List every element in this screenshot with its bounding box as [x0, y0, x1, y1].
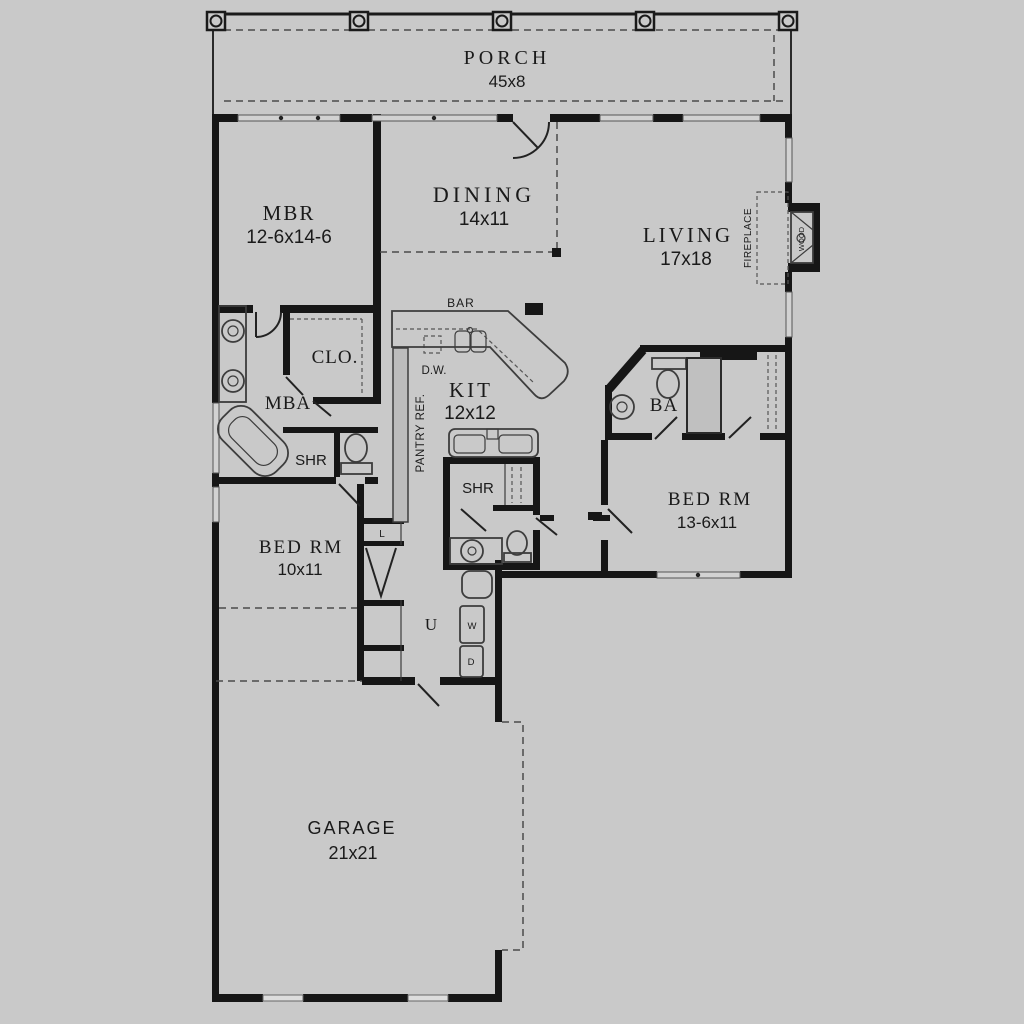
range-burners: [453, 434, 486, 454]
ba-door-leaf: [654, 416, 678, 440]
faucet: [466, 326, 474, 334]
mbr-door-swing: [255, 311, 282, 338]
interior-walls: [212, 114, 820, 685]
entry-door-leaf: [512, 121, 539, 149]
bar-counter: [391, 310, 569, 400]
dryer-label: D: [468, 657, 475, 668]
garage-side-outline: [502, 721, 524, 951]
column-post: [552, 248, 561, 257]
fixtures: [217, 211, 814, 1002]
mbr-label: MBR: [263, 201, 316, 225]
porch-label: PORCH: [464, 47, 551, 69]
laundry-tub: [461, 570, 493, 599]
kit-dims: 12x12: [444, 403, 496, 424]
fireplace-label: FIREPLACE: [743, 208, 754, 268]
linen-label: L: [379, 529, 385, 540]
mba-toilet-tank: [340, 462, 373, 475]
kit-label: KIT: [449, 378, 493, 402]
mbr-dims: 12-6x14-6: [246, 227, 332, 248]
hallbath-vanity: [449, 537, 503, 565]
mba-vanity: [218, 305, 247, 403]
porch-columns: [205, 10, 799, 32]
firebox: [790, 211, 814, 264]
mba-sink: [221, 319, 245, 343]
range-burners: [498, 434, 533, 454]
porch-column: [491, 10, 513, 32]
porch-dims: 45x8: [489, 72, 526, 91]
bedroom3-door-leaf: [338, 483, 361, 507]
ba-closet-door-leaf: [728, 416, 752, 439]
ba-toilet-tank: [651, 357, 687, 370]
labels: PORCH 45x8 MBR 12-6x14-6 DINING 14x11 LI…: [246, 47, 806, 863]
hallbath-door-leaf: [460, 508, 487, 532]
fireplace-gas-ring: [796, 233, 806, 243]
ba-shower: [686, 357, 722, 434]
ba-label: BA: [650, 395, 678, 416]
dining-dims: 14x11: [459, 209, 509, 230]
closet-shelf-line: [290, 318, 363, 396]
shr-master-label: SHR: [295, 452, 327, 469]
ba-sink: [609, 394, 635, 420]
garage-dims: 21x21: [328, 843, 377, 863]
exterior-walls: [212, 114, 792, 1002]
garage-door-leaf: [417, 683, 440, 707]
shr-hall-label: SHR: [462, 480, 494, 497]
living-label: LIVING: [643, 223, 733, 247]
entry-door-swing: [512, 121, 550, 159]
porch-column: [348, 10, 370, 32]
garage-vent: [407, 994, 449, 1002]
mba-label: MBA: [265, 393, 311, 414]
garage-vent: [262, 994, 304, 1002]
porch-column: [777, 10, 799, 32]
bar-counter-midline: [396, 328, 534, 383]
bar-sink: [454, 330, 471, 353]
washer: [459, 605, 485, 644]
porch-column: [205, 10, 227, 32]
bar-label: BAR: [447, 296, 475, 310]
dining-label: DINING: [433, 182, 535, 207]
pantry-label: PANTRY REF.: [415, 394, 427, 473]
mba-sink: [221, 369, 245, 393]
hearth-outline: [756, 191, 789, 285]
utility-label: U: [425, 615, 437, 634]
hall-door-leaf: [535, 517, 558, 536]
bedroom2-door-leaf: [607, 508, 633, 534]
mba-toilet: [344, 433, 368, 463]
mba-door-leaf: [312, 400, 332, 417]
bar-sink: [470, 330, 487, 353]
windows: [212, 114, 793, 579]
dishwasher-outline: [423, 335, 442, 354]
ba-closet-rods: [767, 355, 777, 430]
linen-shelves: [511, 467, 522, 503]
hallbath-toilet: [506, 530, 528, 556]
bedroom3-label: BED RM: [259, 537, 343, 558]
porch-column: [634, 10, 656, 32]
wood-label: WOOD: [797, 226, 806, 251]
bedroom3-dims: 10x11: [277, 560, 322, 579]
doors: [255, 121, 752, 707]
living-dims: 17x18: [660, 249, 712, 270]
bedroom2-label: BED RM: [668, 489, 752, 510]
clo-label: CLO.: [312, 347, 359, 368]
garage-label: GARAGE: [307, 818, 396, 838]
dw-label: D.W.: [422, 365, 447, 377]
garden-tub: [217, 405, 289, 477]
hallbath-sink: [460, 539, 484, 563]
dashed-lines: [216, 122, 789, 951]
hallbath-toilet-tank: [503, 552, 532, 563]
range-panel: [486, 428, 499, 440]
closet-door-leaf: [285, 376, 304, 396]
pantry-ref-strip: [392, 347, 409, 523]
bifold-closet-door: [365, 547, 397, 600]
washer-label: W: [468, 621, 477, 632]
bedroom2-dims: 13-6x11: [677, 513, 737, 532]
ba-toilet: [656, 369, 680, 399]
dryer: [459, 645, 484, 678]
